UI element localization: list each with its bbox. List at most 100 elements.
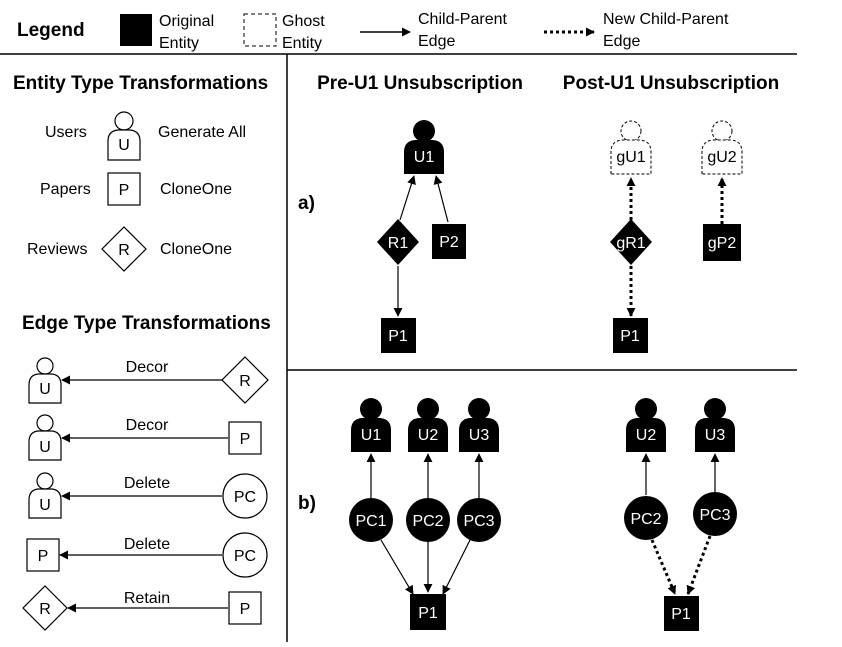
a-pre-edge-p2-u1 xyxy=(433,175,449,223)
a-post-paper-bottom-label: P1 xyxy=(620,328,640,345)
child-parent-edge-label-2: Edge xyxy=(418,33,455,50)
edge-types-title: Edge Type Transformations xyxy=(22,313,271,334)
new-child-parent-edge-label-1: New Child-Parent xyxy=(603,11,729,28)
entity-papers-transform: CloneOne xyxy=(160,181,232,198)
a-pre-review-node xyxy=(377,219,419,265)
b-pre-user-1-icon xyxy=(351,398,391,452)
edge-row-2-to: U xyxy=(39,439,51,456)
entity-users-transform: Generate All xyxy=(158,124,246,141)
edge-row-2-label: Decor xyxy=(126,417,169,434)
review-outline-icon xyxy=(101,226,147,272)
post-column-title: Post-U1 Unsubscription xyxy=(563,73,779,94)
b-pre-edge-pc1-p1 xyxy=(380,539,414,595)
a-pre-paper-bottom-label: P1 xyxy=(388,328,408,345)
a-pre-review-label: R1 xyxy=(388,235,409,252)
a-post-ghost-user-2-icon xyxy=(701,120,743,175)
paper-outline-icon xyxy=(107,172,141,206)
b-pre-paper-node xyxy=(410,594,446,630)
entity-papers-name: Papers xyxy=(40,181,91,198)
pre-column-title: Pre-U1 Unsubscription xyxy=(317,73,523,94)
edge-row-3-to: U xyxy=(39,497,51,514)
entity-reviews-name: Reviews xyxy=(27,241,87,258)
edge-row-5-source-paper-icon xyxy=(228,591,262,625)
ghost-entity-swatch xyxy=(243,13,277,47)
a-pre-paper-right-node xyxy=(432,224,466,259)
scenario-b-label: b) xyxy=(298,493,316,514)
b-pre-user-3-icon xyxy=(459,398,499,452)
user-outline-icon xyxy=(107,111,141,161)
b-pre-pc1-node xyxy=(349,498,393,542)
b-post-pc3-label: PC3 xyxy=(699,507,730,524)
a-pre-paper-right-label: P2 xyxy=(439,234,459,251)
a-post-ghost-paper-node xyxy=(703,224,741,261)
edge-row-3-label: Delete xyxy=(124,475,170,492)
scenario-a-label: a) xyxy=(298,193,315,214)
new-child-parent-edge-label-2: Edge xyxy=(603,33,640,50)
original-entity-label-1: Original xyxy=(159,13,214,30)
edge-row-1-target-user-icon xyxy=(28,357,62,404)
edge-row-3-source-pc-icon xyxy=(222,473,268,519)
b-post-user-2-icon xyxy=(626,398,666,452)
b-pre-pc3-label: PC3 xyxy=(463,513,494,530)
a-pre-paper-bottom-node xyxy=(381,318,416,353)
a-post-paper-bottom-node xyxy=(613,318,648,353)
b-post-paper-node xyxy=(664,596,699,631)
edge-row-1-from: R xyxy=(239,373,251,390)
entity-papers-glyph: P xyxy=(119,182,130,199)
a-post-review-node xyxy=(610,219,652,265)
b-pre-user-3-label: U3 xyxy=(469,427,490,444)
original-entity-swatch xyxy=(120,14,152,46)
a-pre-user-icon xyxy=(404,120,444,174)
b-post-paper-label: P1 xyxy=(671,606,691,623)
b-pre-pc3-node xyxy=(457,498,501,542)
b-post-user-3-label: U3 xyxy=(705,427,726,444)
edge-row-5-target-review-icon xyxy=(22,585,68,631)
entity-types-title: Entity Type Transformations xyxy=(13,73,268,94)
a-pre-edge-r1-u1 xyxy=(399,175,416,221)
ghost-entity-label-2: Entity xyxy=(282,35,322,52)
edge-row-5-to: R xyxy=(39,601,51,618)
edge-row-3-target-user-icon xyxy=(28,472,62,519)
b-pre-paper-label: P1 xyxy=(418,605,438,622)
a-post-ghost-user-1-icon xyxy=(610,120,652,175)
edge-row-4-to: P xyxy=(38,548,49,565)
b-post-edge-pc2-p1 xyxy=(650,539,677,595)
ghost-entity-label-1: Ghost xyxy=(282,13,325,30)
b-post-edge-pc3-p1 xyxy=(686,535,712,595)
child-parent-edge-label-1: Child-Parent xyxy=(418,11,507,28)
b-post-pc2-node xyxy=(624,496,668,540)
a-pre-user-label: U1 xyxy=(414,149,435,166)
edge-row-1-label: Decor xyxy=(126,359,169,376)
edge-row-5-label: Retain xyxy=(124,590,170,607)
a-post-ghost-paper-label: gP2 xyxy=(708,235,737,252)
edge-row-2-target-user-icon xyxy=(28,414,62,461)
edge-row-3-from: PC xyxy=(234,489,256,506)
b-post-pc3-node xyxy=(693,492,737,536)
b-pre-user-2-label: U2 xyxy=(418,427,439,444)
edge-row-4-source-pc-icon xyxy=(222,532,268,578)
b-pre-pc2-label: PC2 xyxy=(412,513,443,530)
a-post-ghost-user-2-label: gU2 xyxy=(707,149,736,166)
b-post-user-3-icon xyxy=(695,398,735,452)
legend-title: Legend xyxy=(17,20,85,41)
edge-row-1-to: U xyxy=(39,381,51,398)
entity-users-glyph: U xyxy=(118,137,130,154)
a-post-review-label: gR1 xyxy=(616,235,645,252)
b-pre-pc1-label: PC1 xyxy=(355,513,386,530)
edge-row-5-from: P xyxy=(240,601,251,618)
b-post-pc2-label: PC2 xyxy=(630,511,661,528)
entity-reviews-transform: CloneOne xyxy=(160,241,232,258)
edge-row-4-target-paper-icon xyxy=(26,538,60,572)
a-post-ghost-user-1-label: gU1 xyxy=(616,149,645,166)
edge-row-4-label: Delete xyxy=(124,536,170,553)
b-pre-pc2-node xyxy=(406,498,450,542)
entity-reviews-glyph: R xyxy=(118,242,130,259)
edge-row-4-from: PC xyxy=(234,548,256,565)
b-pre-user-1-label: U1 xyxy=(361,427,382,444)
b-pre-user-2-icon xyxy=(408,398,448,452)
original-entity-label-2: Entity xyxy=(159,35,199,52)
entity-users-name: Users xyxy=(45,124,87,141)
edge-row-2-from: P xyxy=(240,431,251,448)
edge-row-2-source-paper-icon xyxy=(228,421,262,455)
